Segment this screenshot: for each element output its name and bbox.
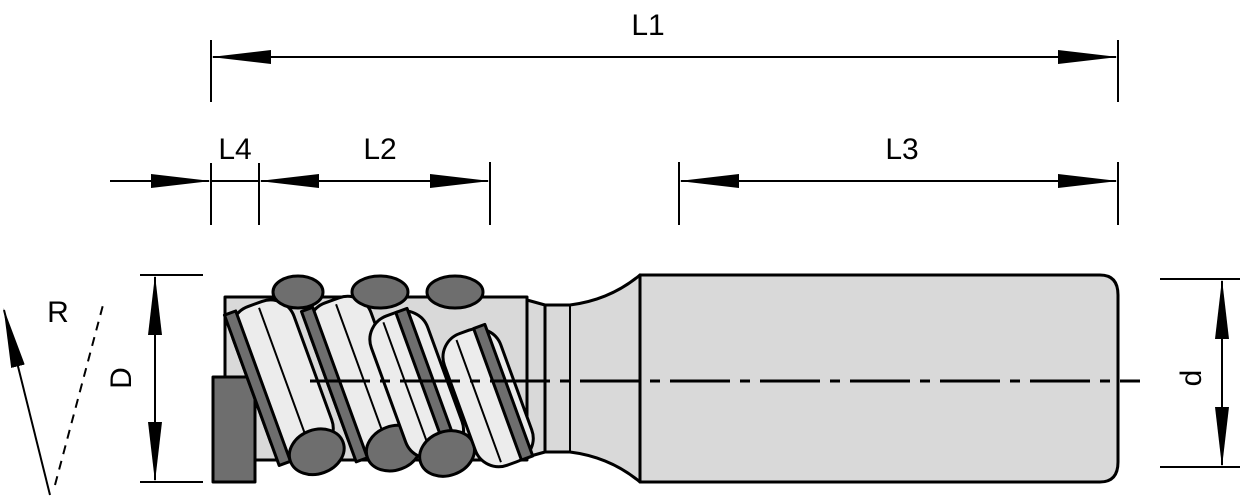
dimension-L3: L3 [678, 133, 1119, 225]
label-R: R [47, 296, 69, 329]
label-L4: L4 [218, 133, 251, 166]
top-cutters [271, 274, 485, 310]
dimension-R: R [3, 296, 104, 496]
label-L2: L2 [363, 133, 396, 166]
label-D: D [105, 367, 138, 389]
dimension-L1: L1 [210, 9, 1119, 102]
dimension-d: d [1160, 278, 1240, 468]
cutter [222, 298, 346, 477]
cutter [441, 322, 535, 469]
label-L1: L1 [631, 9, 664, 42]
label-L3: L3 [885, 133, 918, 166]
neck [525, 273, 642, 484]
dimension-L4-L2: L4 L2 [110, 133, 491, 225]
shank [638, 273, 1120, 484]
label-d: d [1175, 370, 1208, 387]
dimension-D: D [105, 274, 203, 483]
router-bit [211, 273, 1120, 484]
bottom-block [211, 375, 257, 484]
